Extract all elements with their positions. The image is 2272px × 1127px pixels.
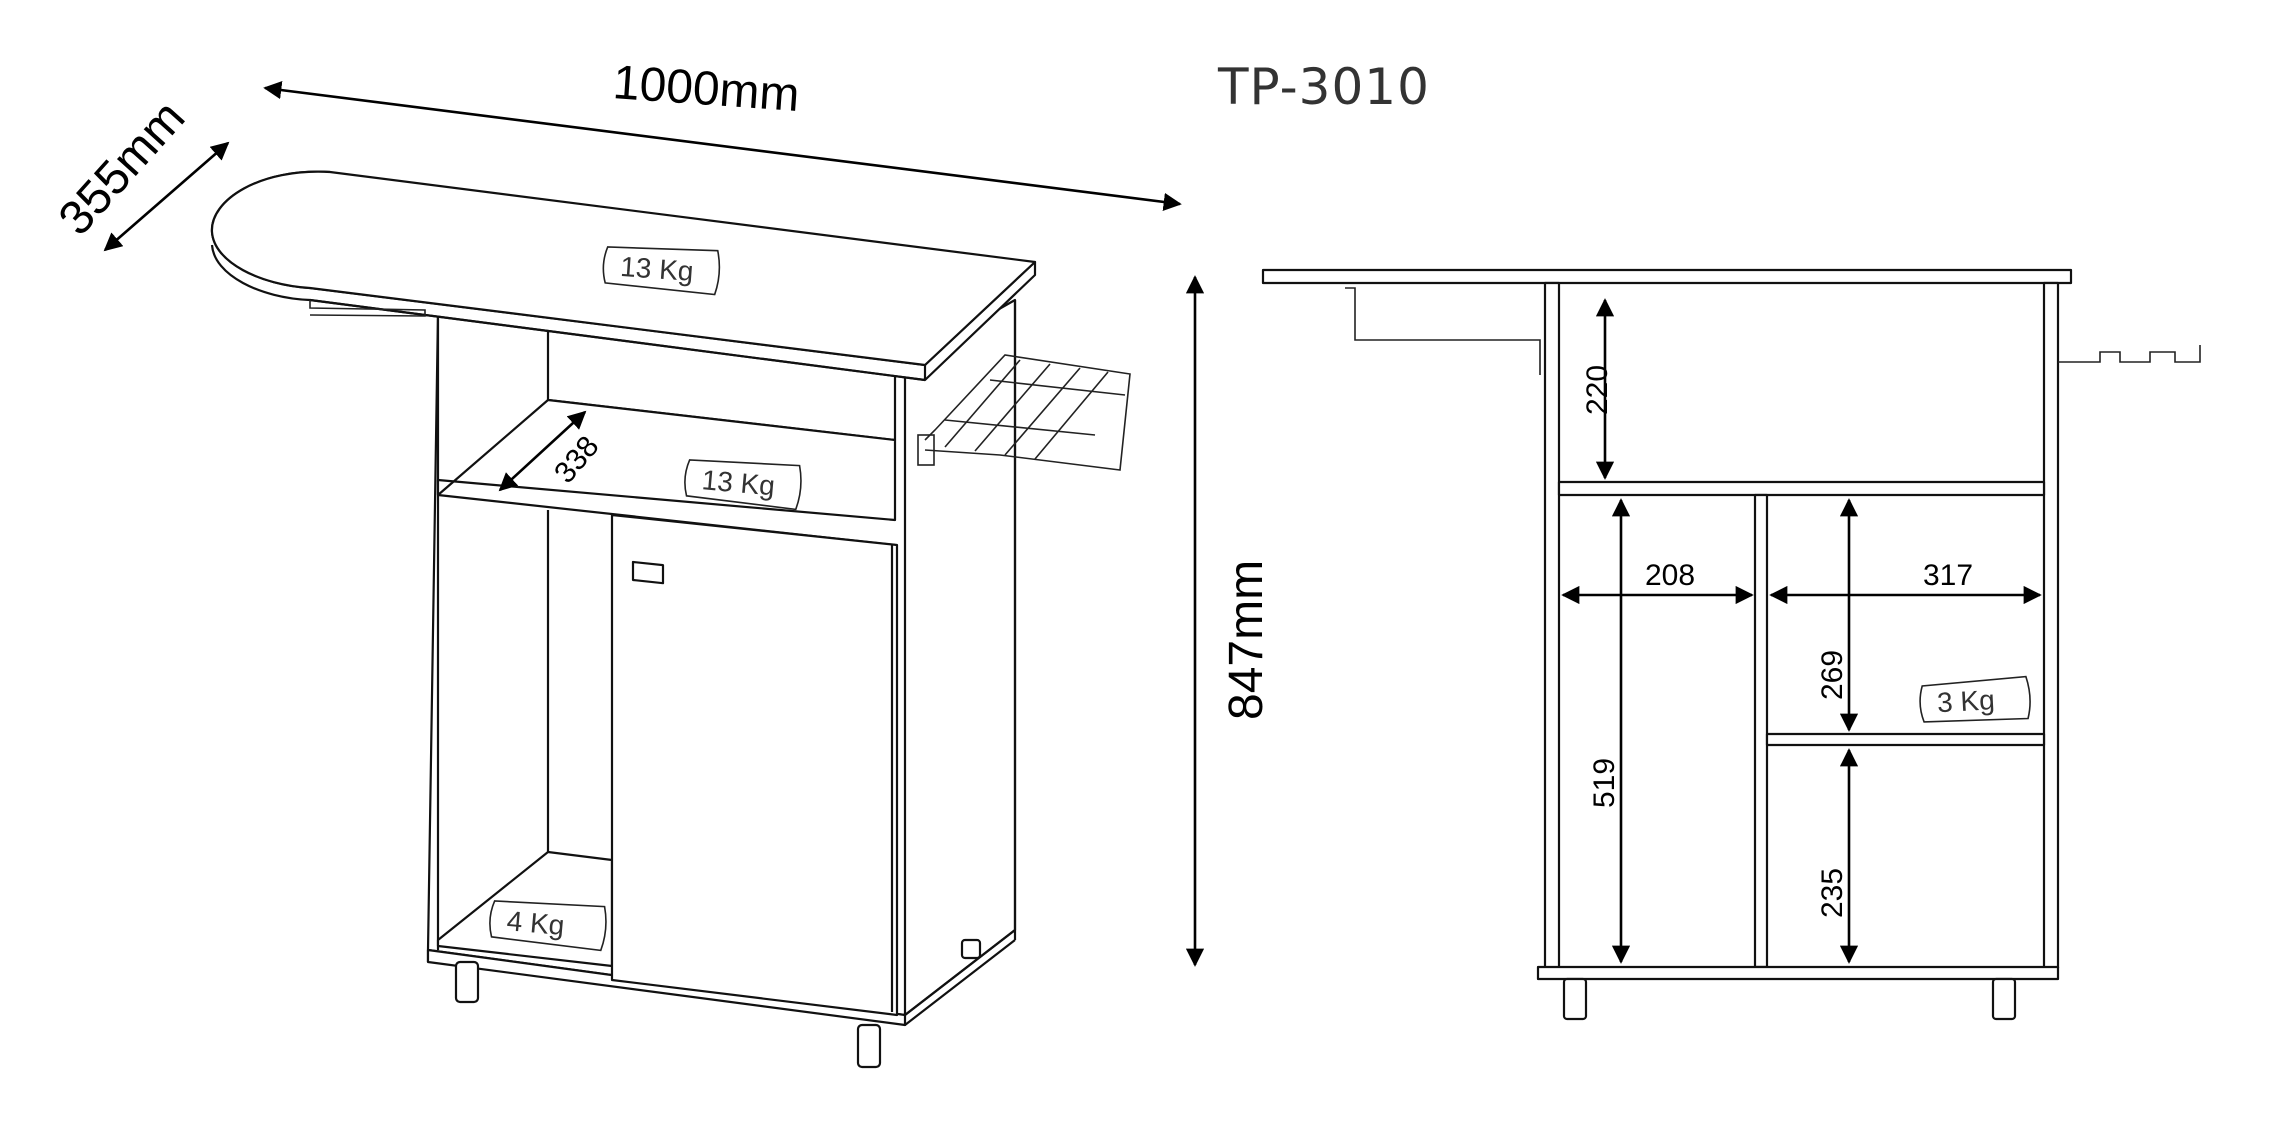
leg bbox=[856, 1023, 882, 1069]
svg-text:13 Kg: 13 Kg bbox=[619, 251, 694, 287]
height-label: 847mm bbox=[1220, 560, 1273, 720]
width-label: 1000mm bbox=[611, 56, 801, 122]
load-tag-top: 13 Kg bbox=[602, 246, 721, 296]
svg-text:3 Kg: 3 Kg bbox=[1936, 684, 1995, 718]
shelf-depth-arrow bbox=[498, 410, 587, 492]
leg bbox=[960, 938, 982, 960]
svg-text:4 Kg: 4 Kg bbox=[506, 905, 566, 941]
svg-text:13 Kg: 13 Kg bbox=[701, 464, 777, 501]
width-dimension-arrow bbox=[263, 81, 1182, 211]
leg bbox=[454, 960, 480, 1004]
left-height-label: 519 bbox=[1588, 758, 1621, 808]
door-handle[interactable] bbox=[631, 560, 665, 585]
right-width-label: 317 bbox=[1923, 559, 1973, 592]
leg bbox=[1991, 977, 2017, 1021]
right-upper-height-label: 269 bbox=[1816, 650, 1849, 700]
front-view: 220 208 317 519 269 235 3 Kg bbox=[1261, 268, 2201, 1021]
top-height-label: 220 bbox=[1581, 365, 1614, 415]
front-board-top bbox=[1261, 268, 2073, 285]
model-title: TP-3010 bbox=[1218, 58, 1430, 116]
leg bbox=[1562, 977, 1588, 1021]
left-width-label: 208 bbox=[1645, 559, 1695, 592]
load-tag-right-shelf: 3 Kg bbox=[1919, 675, 2031, 723]
wire-rack bbox=[917, 354, 1131, 471]
load-tag-middle: 13 Kg bbox=[684, 459, 802, 511]
right-lower-height-label: 235 bbox=[1816, 868, 1849, 918]
load-tag-bottom: 4 Kg bbox=[489, 900, 607, 952]
cabinet-door bbox=[610, 513, 899, 1017]
perspective-view: 1000mm 355mm 847mm bbox=[49, 56, 1273, 1069]
depth-label: 355mm bbox=[49, 91, 195, 245]
depth-dimension-arrow bbox=[103, 141, 230, 252]
